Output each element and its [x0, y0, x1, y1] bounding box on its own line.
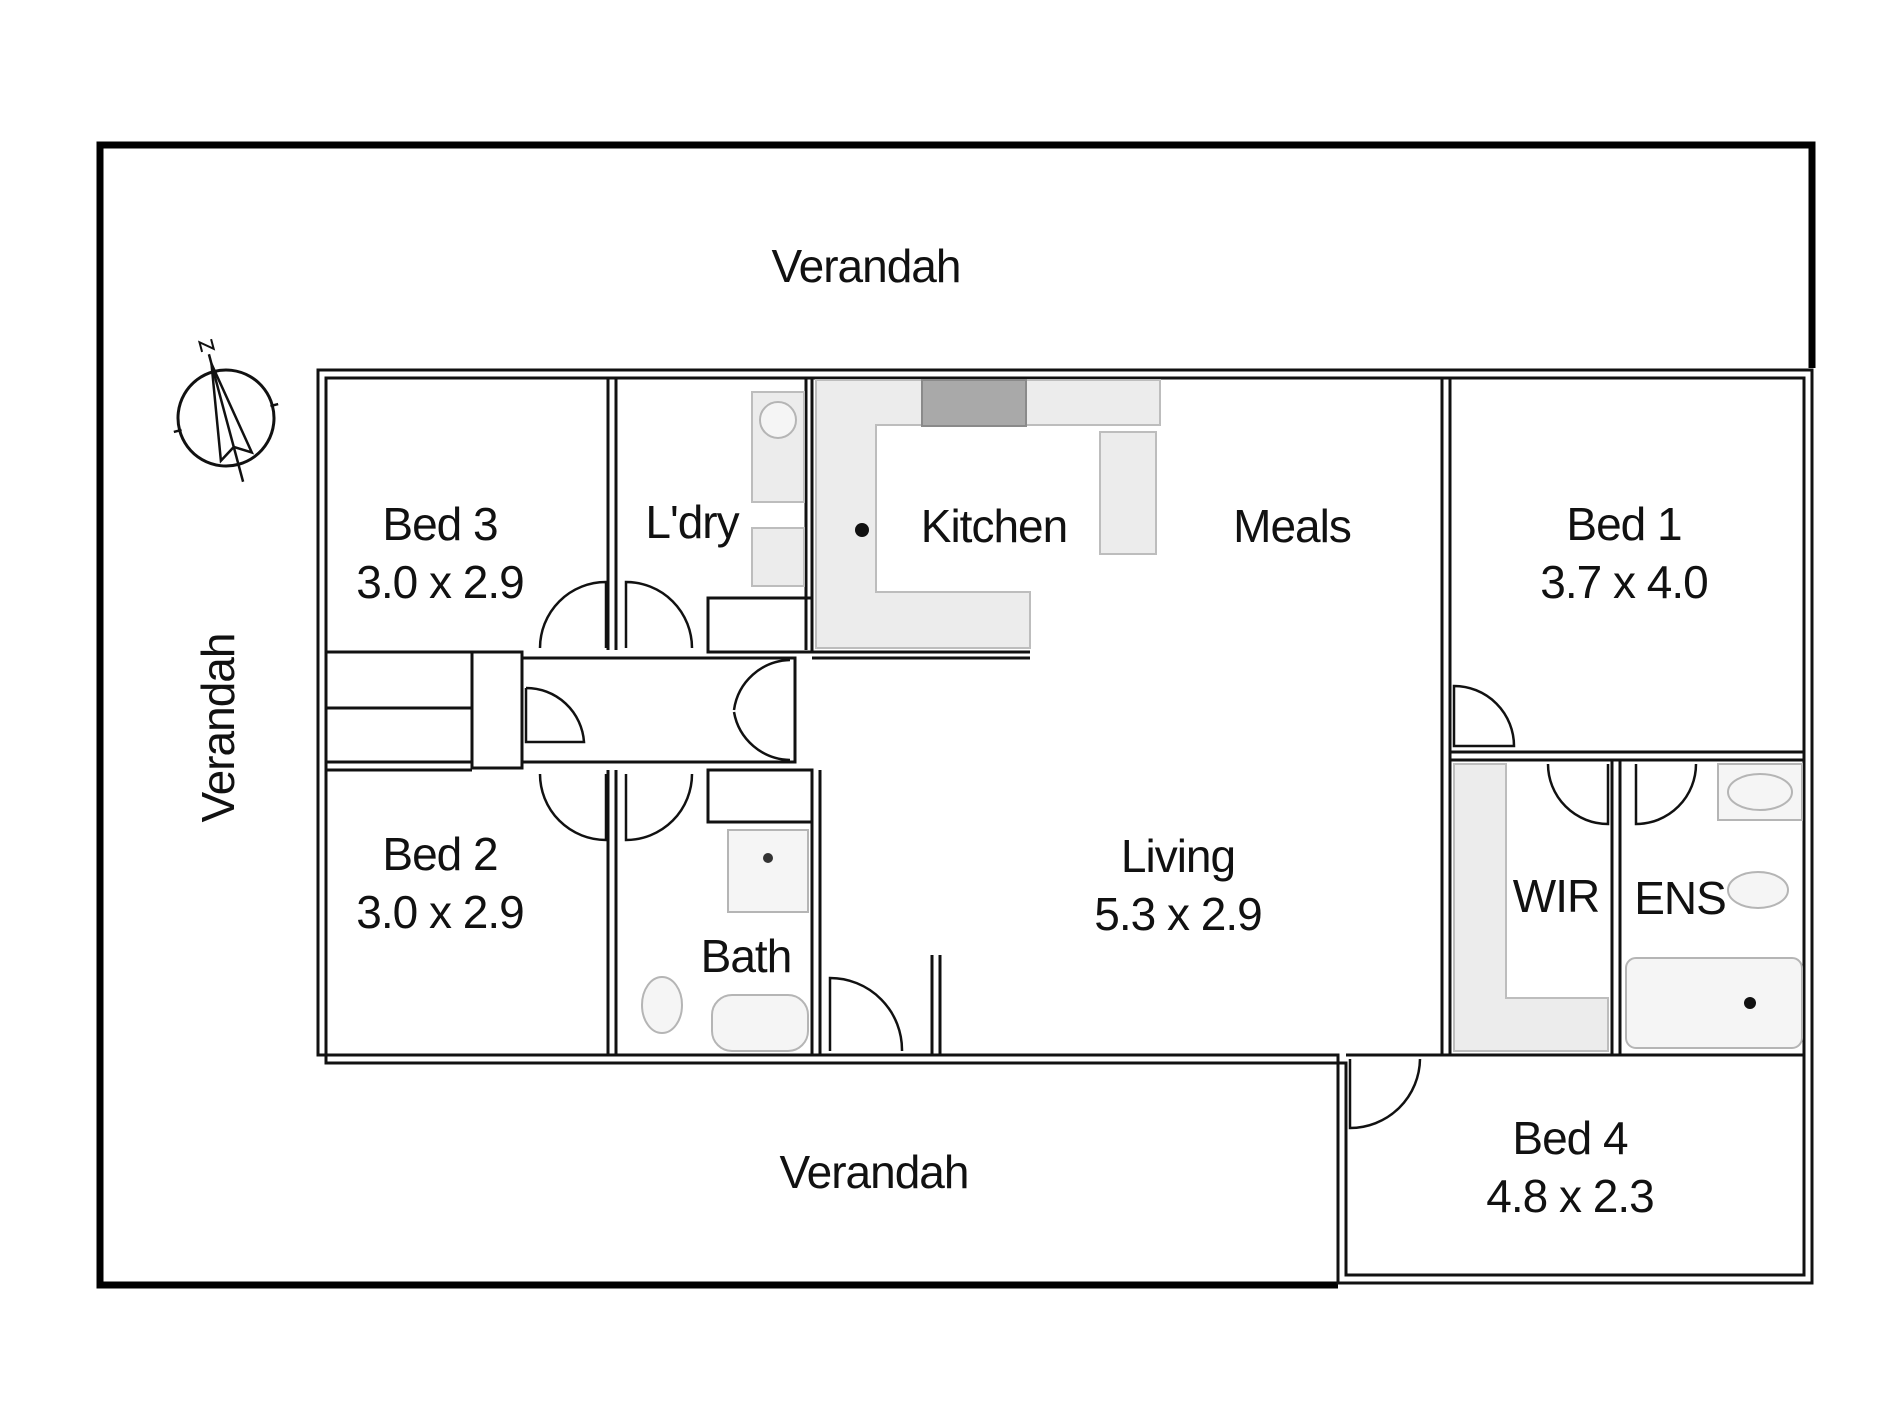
label-ens: ENS	[1634, 872, 1726, 924]
label-kitchen: Kitchen	[921, 500, 1067, 552]
sink-tap-icon	[855, 523, 869, 537]
size-living: 5.3 x 2.9	[1094, 888, 1261, 940]
label-laundry: L'dry	[645, 496, 739, 548]
laundry-sink-icon	[759, 401, 797, 439]
label-bed3: Bed 3	[382, 498, 497, 550]
shower-drain-icon	[1744, 997, 1756, 1009]
label-bed2: Bed 2	[382, 828, 497, 880]
label-bath: Bath	[701, 930, 792, 982]
shower-icon	[1625, 957, 1803, 1049]
size-bed4: 4.8 x 2.3	[1486, 1170, 1653, 1222]
fixtures	[641, 379, 1803, 1052]
room-labels: Verandah Verandah Verandah Bed 3 3.0 x 2…	[192, 240, 1727, 1222]
north-arrow-icon	[173, 338, 279, 483]
cooktop-icon	[921, 379, 1027, 427]
house-walls	[316, 368, 1814, 1285]
size-bed1: 3.7 x 4.0	[1540, 556, 1707, 608]
washing-machine-icon	[751, 527, 805, 587]
label-living: Living	[1121, 830, 1235, 882]
doors	[524, 580, 1698, 1130]
size-bed2: 3.0 x 2.9	[356, 886, 523, 938]
kitchen-island	[1099, 431, 1157, 555]
toilet-icon	[641, 976, 683, 1034]
label-verandah-top: Verandah	[772, 240, 961, 292]
size-bed3: 3.0 x 2.9	[356, 556, 523, 608]
basin-icon	[711, 994, 809, 1052]
label-verandah-left: Verandah	[192, 634, 244, 823]
vanity-drain-icon	[763, 853, 773, 863]
label-bed4: Bed 4	[1512, 1112, 1628, 1164]
kitchen-bench	[815, 379, 1161, 649]
ens-toilet-icon	[1727, 871, 1789, 909]
ens-basin-icon	[1727, 773, 1793, 811]
verandah-outline	[96, 141, 1816, 1289]
label-bed1: Bed 1	[1566, 498, 1681, 550]
wir-shelving	[1453, 763, 1609, 1052]
vanity-icon	[727, 829, 809, 913]
label-meals: Meals	[1233, 500, 1351, 552]
label-wir: WIR	[1513, 870, 1599, 922]
label-verandah-bottom: Verandah	[780, 1146, 969, 1198]
